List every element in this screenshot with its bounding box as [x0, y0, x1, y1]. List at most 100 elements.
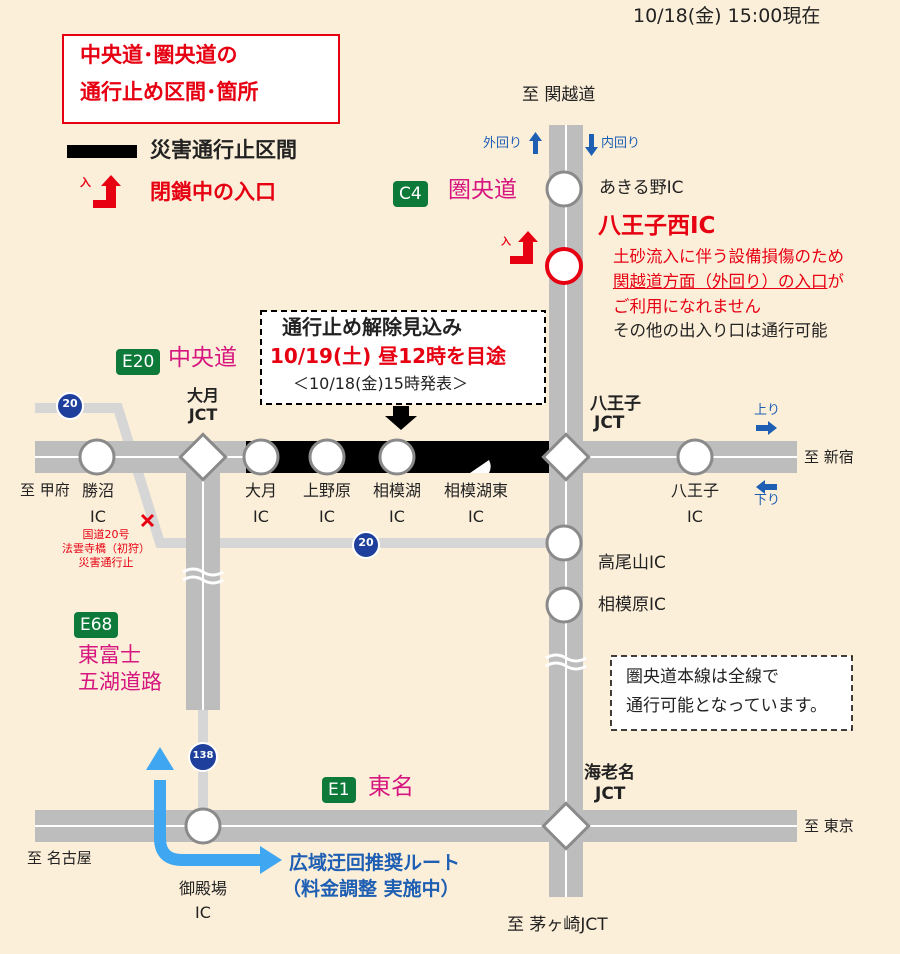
outer-loop-label: 外回り	[483, 136, 523, 151]
katsunuma-ic-marker	[78, 438, 116, 476]
legend-closed-section-label: 災害通行止区間	[150, 138, 297, 162]
hachioji-ic-marker	[676, 438, 714, 476]
reopen-box-frame	[260, 310, 546, 405]
reopen-time: 10/19(土) 昼12時を目途	[270, 344, 507, 368]
title-line-2: 通行止め区間･箇所	[80, 80, 259, 104]
hachioji-nishi-ic-marker	[545, 247, 583, 285]
otsuki-jct-label-2: JCT	[188, 405, 218, 424]
uenohara-ic-label-1: 上野原	[302, 481, 351, 500]
hachioji-nishi-notice-4: その他の出入り口は通行可能	[613, 321, 828, 340]
e1-road-name: 東名	[368, 774, 414, 800]
route20-closure-note-3: 災害通行止	[78, 556, 134, 569]
hachioji-jct-label-1: 八王子	[590, 394, 641, 414]
to-nagoya-label: 至 名古屋	[27, 849, 92, 867]
map-entrance-icon-label: 入	[501, 237, 511, 248]
ken-o-note-frame	[610, 655, 853, 731]
detour-route-label-2: （料金調整 実施中）	[282, 878, 460, 900]
hachioji-nishi-entrance-arrow-icon	[510, 231, 538, 264]
akiruno-ic-label: あきる野IC	[599, 178, 684, 198]
legend-entrance-icon-label: 入	[80, 176, 91, 189]
takaosan-ic-marker	[545, 524, 583, 562]
route-20-shield-label: 20	[62, 397, 78, 410]
legend-closed-bar	[67, 145, 137, 158]
gotemba-ic-label-2: IC	[195, 903, 211, 922]
ebina-jct-marker	[541, 801, 591, 851]
hachioji-ic-label-1: 八王子	[670, 481, 719, 500]
takaosan-ic-label: 高尾山IC	[598, 553, 666, 573]
sagamihara-ic-label: 相模原IC	[598, 595, 666, 615]
detour-route-label-1: 広域迂回推奨ルート	[289, 852, 461, 874]
to-tokyo-label: 至 東京	[804, 817, 854, 835]
tomei-expressway	[35, 810, 797, 842]
outer-loop-up-arrow-icon	[529, 132, 542, 154]
sagamiko-ic-label-1: 相模湖	[372, 481, 421, 500]
route-20-shield-icon	[56, 392, 84, 420]
ken-o-note-1: 圏央道本線は全線で	[626, 667, 779, 687]
ken-o-expressway	[549, 125, 583, 897]
sagamiko-higashi-ic-marker	[470, 460, 491, 473]
sagamihara-ic-marker	[545, 586, 583, 624]
to-chigasaki-label: 至 茅ヶ崎JCT	[507, 915, 608, 935]
timestamp: 10/18(金) 15:00現在	[633, 5, 821, 27]
legend-closed-entrance-label: 閉鎖中の入口	[150, 180, 276, 204]
ebina-jct-label-1: 海老名	[584, 763, 635, 783]
gotemba-ic-label-1: 御殿場	[178, 879, 227, 898]
e20-road-name: 中央道	[168, 345, 237, 371]
katsunuma-ic-label-2: IC	[90, 507, 106, 526]
route-138-shield-label: 138	[192, 750, 214, 761]
otsuki-ic-label-1: 大月	[244, 481, 277, 500]
sagamiko-ic-marker	[378, 438, 416, 476]
hachioji-nishi-notice-1: 土砂流入に伴う設備損傷のため	[613, 247, 844, 266]
ken-o-note-2: 通行可能となっています。	[626, 696, 827, 716]
detour-route-arrow	[146, 747, 282, 874]
hachioji-nishi-ic-label: 八王子西IC	[598, 213, 716, 239]
otsuki-jct-label-1: 大月	[186, 386, 219, 405]
sagamiko-higashi-ic-label-2: IC	[468, 507, 484, 526]
inner-loop-down-arrow-icon	[585, 134, 598, 156]
ebina-jct-label-2: JCT	[595, 784, 626, 804]
up-direction-right-arrow-icon	[756, 421, 777, 435]
to-shinjuku-label: 至 新宿	[804, 448, 854, 466]
reopen-title: 通行止め解除見込み	[282, 315, 462, 339]
c4-road-name: 圏央道	[448, 177, 517, 203]
e68-road-name-2: 五湖道路	[78, 670, 162, 694]
katsunuma-ic-label-1: 勝沼	[81, 481, 114, 500]
otsuki-jct-marker	[178, 432, 228, 482]
route20-closure-x-icon	[140, 513, 155, 528]
down-direction-left-arrow-icon	[756, 480, 777, 494]
e1-badge: E1	[322, 777, 356, 803]
hachioji-nishi-notice-2: 関越道方面（外回り）の入口が	[613, 272, 844, 291]
title-line-1: 中央道･圏央道の	[80, 43, 238, 67]
e68-road-name-1: 東富士	[78, 643, 141, 667]
down-direction-label: 下り	[754, 493, 781, 508]
up-direction-label: 上り	[754, 403, 781, 418]
route-20-shield-label-2: 20	[358, 536, 374, 549]
hachioji-jct-marker	[541, 432, 591, 482]
sagamiko-higashi-ic-label-1: 相模湖東	[443, 481, 508, 500]
hachioji-ic-label-2: IC	[687, 507, 703, 526]
route-20-shield-icon-2	[352, 531, 380, 559]
route20-closure-note-1: 国道20号	[82, 528, 130, 541]
title-box-frame	[62, 34, 340, 124]
reopen-pointer-arrow-icon	[385, 406, 417, 430]
akiruno-ic-marker	[545, 170, 583, 208]
route-138-shield-icon	[188, 742, 218, 772]
sagamiko-ic-label-2: IC	[389, 507, 405, 526]
e20-badge: E20	[116, 349, 161, 375]
otsuki-ic-marker	[242, 438, 280, 476]
hachioji-nishi-notice-3: ご利用になれません	[613, 297, 762, 316]
hachioji-jct-label-2: JCT	[594, 413, 625, 433]
gotemba-ic-marker	[184, 807, 222, 845]
to-kofu-label: 至 甲府	[20, 481, 70, 499]
otsuki-ic-label-2: IC	[253, 507, 269, 526]
uenohara-ic-marker	[308, 438, 346, 476]
to-kanetsu-label: 至 関越道	[522, 85, 596, 105]
e68-badge: E68	[74, 612, 119, 638]
reopen-announced: ＜10/18(金)15時発表＞	[293, 374, 468, 393]
inner-loop-label: 内回り	[601, 136, 641, 151]
road-break-mark	[182, 567, 587, 671]
entrance-closed-arrow-icon	[93, 175, 121, 208]
c4-badge: C4	[393, 181, 428, 207]
